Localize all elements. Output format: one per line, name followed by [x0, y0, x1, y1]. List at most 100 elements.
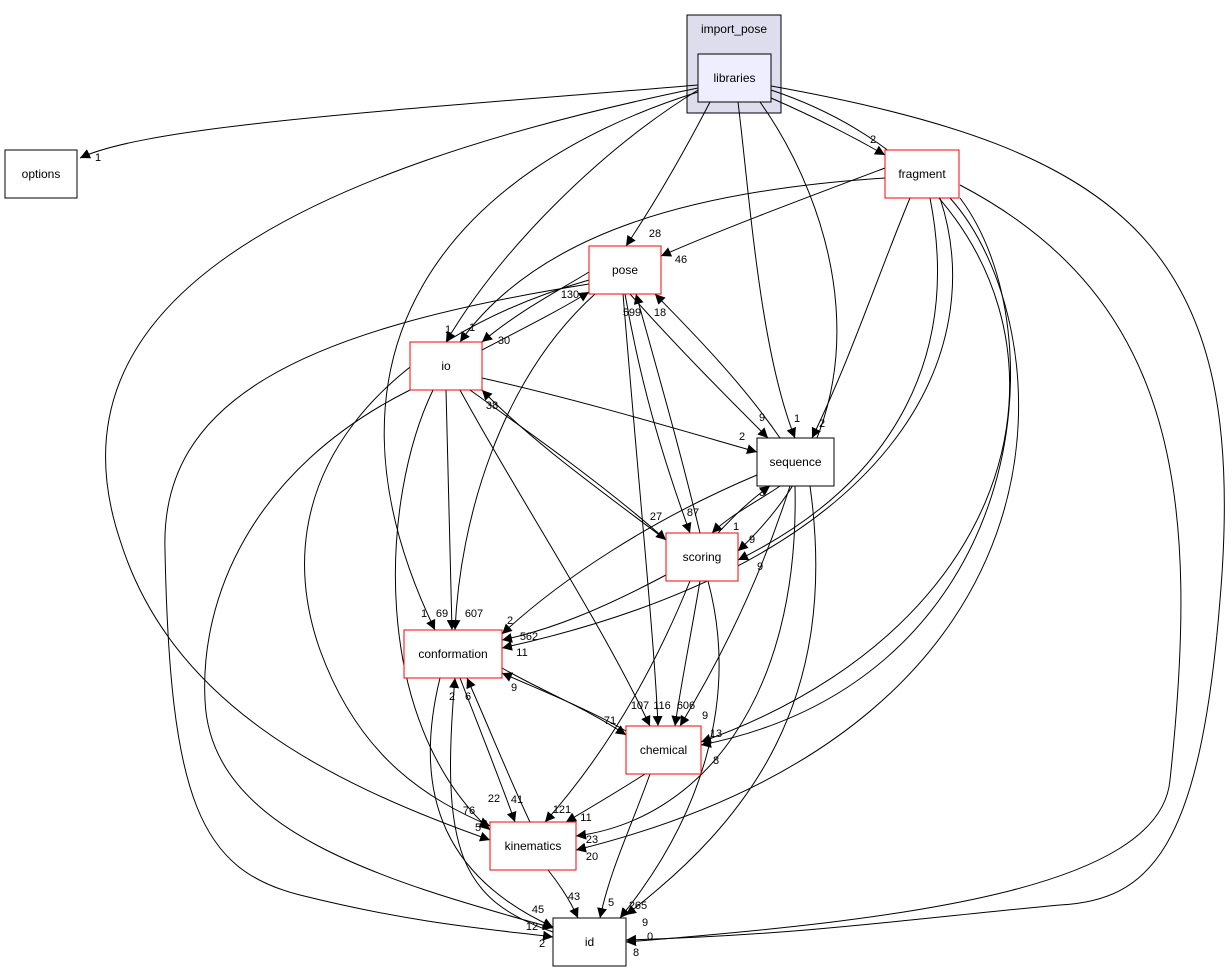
edge-libraries-to-id[interactable]: [625, 85, 1225, 945]
edge-fragment-to-sequence[interactable]: [811, 197, 911, 439]
edge-sequence-to-chemical[interactable]: [679, 485, 791, 727]
node-label: libraries: [713, 71, 755, 85]
edge-label: 22: [488, 793, 500, 805]
edge-fragment-to-io[interactable]: [459, 177, 886, 343]
edge-label: 30: [498, 335, 510, 347]
node-box: [588, 245, 662, 295]
node-box: [4, 149, 78, 199]
edge-label: 2: [739, 431, 745, 443]
node-label: fragment: [898, 167, 946, 181]
edge-label: 107: [631, 700, 649, 712]
node-kinematics[interactable]: kinematics: [489, 821, 577, 871]
node-scoring[interactable]: scoring: [665, 532, 739, 582]
edge-io-to-pose[interactable]: [481, 291, 590, 351]
node-pose[interactable]: pose: [588, 245, 662, 295]
node-libraries[interactable]: libraries: [697, 53, 772, 103]
edge-sequence-to-id[interactable]: [625, 485, 817, 916]
node-box: [625, 725, 702, 775]
edge-label: 76: [463, 805, 475, 817]
edge-label: 5: [608, 897, 614, 909]
edge-label: 607: [465, 608, 483, 620]
node-label: sequence: [769, 455, 821, 469]
edge-chemical-to-id[interactable]: [597, 773, 651, 919]
edge-scoring-to-id[interactable]: [619, 580, 720, 919]
edge-pose-to-chemical[interactable]: [622, 293, 663, 727]
edge-libraries-to-sequence[interactable]: [737, 101, 796, 439]
edge-chemical-to-kinematics[interactable]: [565, 773, 646, 823]
edge-pose-to-io[interactable]: [481, 271, 590, 343]
edge-scoring-to-kinematics[interactable]: [544, 580, 691, 823]
edge-pose-to-id[interactable]: [164, 283, 590, 941]
node-box: [489, 821, 577, 871]
edge-libraries-to-pose[interactable]: [625, 101, 711, 247]
edge-libraries-to-options[interactable]: [79, 84, 699, 159]
node-options[interactable]: options: [4, 149, 78, 199]
edge-label: 11: [516, 647, 527, 659]
edge-io-to-chemical[interactable]: [459, 389, 651, 727]
edge-label: 2: [539, 938, 545, 950]
node-chemical[interactable]: chemical: [625, 725, 702, 775]
edge-fragment-to-conformation[interactable]: [501, 197, 954, 651]
node-fragment[interactable]: fragment: [884, 149, 960, 199]
edge-sequence-to-kinematics[interactable]: [575, 485, 796, 840]
node-io[interactable]: io: [409, 341, 483, 391]
edge-scoring-to-conformation[interactable]: [501, 574, 667, 643]
edge-io-to-sequence[interactable]: [481, 377, 758, 455]
edge-sequence-to-conformation[interactable]: [501, 474, 758, 635]
edge-sequence-to-pose[interactable]: [654, 293, 781, 439]
edge-label: 2: [819, 418, 825, 430]
node-id[interactable]: id: [552, 917, 627, 967]
edge-conformation-to-kinematics[interactable]: [459, 677, 517, 823]
edge-io-to-kinematics[interactable]: [394, 389, 491, 831]
edge-label: 2: [507, 615, 513, 627]
edge-label: 1: [445, 324, 451, 336]
edge-kinematics-to-id[interactable]: [547, 869, 579, 919]
edge-kinematics-to-conformation[interactable]: [466, 677, 531, 823]
edge-fragment-to-pose[interactable]: [660, 167, 886, 257]
edge-label: 13: [710, 728, 722, 740]
edge-label: 12: [526, 921, 538, 933]
edge-label: 1: [95, 152, 101, 164]
edge-fragment-to-kinematics[interactable]: [575, 197, 1020, 853]
edge-scoring-to-chemical[interactable]: [671, 580, 701, 727]
edge-libraries-to-kinematics[interactable]: [105, 87, 699, 842]
edge-label: 43: [568, 891, 580, 903]
edge-fragment-to-scoring[interactable]: [737, 197, 938, 561]
edge-scoring-to-io[interactable]: [481, 389, 667, 541]
edge-chemical-to-conformation[interactable]: [501, 672, 627, 732]
edge-pose-to-conformation[interactable]: [450, 293, 596, 631]
edge-label: 45: [532, 904, 544, 916]
node-label: io: [441, 359, 451, 373]
edge-conformation-to-id[interactable]: [429, 677, 554, 928]
edge-fragment-to-id[interactable]: [625, 184, 1182, 947]
edge-io-to-conformation[interactable]: [445, 389, 457, 631]
edge-scoring-to-pose[interactable]: [633, 293, 701, 534]
edge-label: 116: [653, 700, 671, 712]
edge-label: 46: [675, 254, 687, 266]
edge-label: 2: [870, 134, 876, 146]
edge-io-to-id[interactable]: [204, 389, 554, 931]
edge-libraries-to-io[interactable]: [445, 89, 699, 343]
edge-libraries-to-fragment[interactable]: [770, 97, 886, 156]
edge-pose-to-scoring[interactable]: [624, 293, 692, 534]
node-box: [756, 437, 835, 487]
edge-label: 265: [629, 900, 647, 912]
edge-sequence-to-scoring[interactable]: [711, 485, 781, 534]
node-box: [665, 532, 739, 582]
edge-label: 121: [553, 804, 571, 816]
edge-pose-to-sequence[interactable]: [629, 293, 769, 439]
node-label: chemical: [640, 743, 687, 757]
edge-label: 9: [759, 412, 765, 424]
edge-io-to-scoring[interactable]: [469, 389, 667, 541]
node-sequence[interactable]: sequence: [756, 437, 835, 487]
edge-scoring-to-sequence[interactable]: [717, 485, 771, 534]
edge-label: 9: [511, 682, 517, 694]
edge-fragment-to-chemical[interactable]: [700, 197, 1011, 748]
edge-id-to-conformation[interactable]: [449, 677, 554, 933]
edge-label: 38: [486, 400, 498, 412]
edge-label: 11: [580, 812, 591, 824]
edge-label: 6: [465, 691, 471, 703]
edge-libraries-to-conformation[interactable]: [383, 91, 699, 631]
node-conformation[interactable]: conformation: [403, 629, 503, 679]
